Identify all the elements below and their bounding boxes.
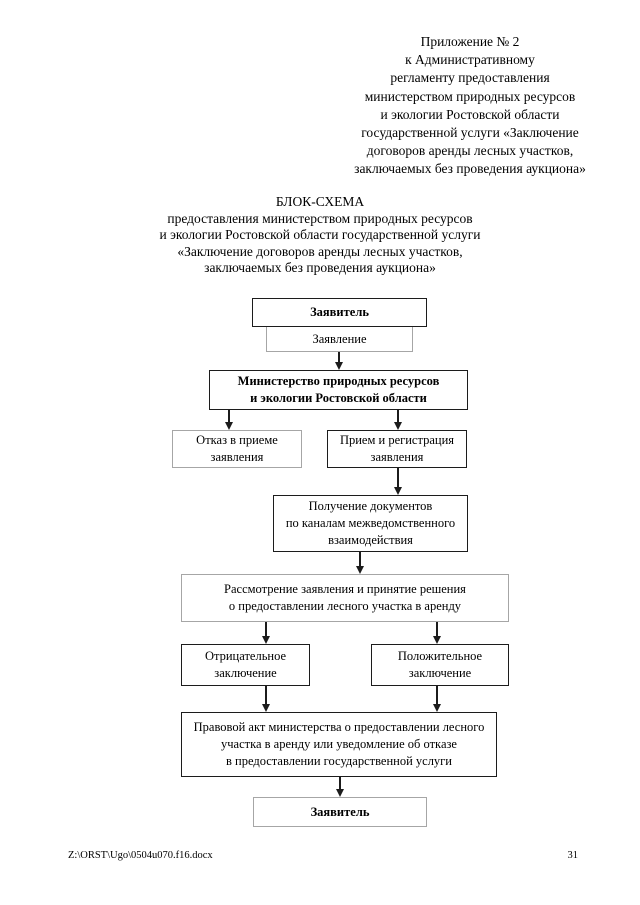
flowchart-node-acceptance: Прием и регистрация заявления (327, 430, 467, 468)
arrow-application-to-ministry-icon (335, 352, 343, 370)
arrow-interagency-to-review-icon (356, 552, 364, 574)
page-title: БЛОК-СХЕМА предоставления министерством … (159, 194, 481, 276)
arrow-negative-to-legal-act-icon (262, 686, 270, 712)
footer-page-number: 31 (567, 850, 579, 861)
arrow-legal-act-to-applicant-icon (336, 777, 344, 797)
footer-file-path: Z:\ORST\Ugo\0504u070.f16.docx (68, 850, 213, 861)
arrow-acceptance-to-interagency-icon (394, 468, 402, 495)
flowchart-node-legal-act: Правовой акт министерства о предоставлен… (181, 712, 497, 777)
flowchart-node-refusal: Отказ в приеме заявления (172, 430, 302, 468)
flowchart-node-positive-conclusion: Положительное заключение (371, 644, 509, 686)
arrow-review-to-negative-icon (262, 622, 270, 644)
arrow-ministry-to-acceptance-icon (394, 410, 402, 430)
arrow-ministry-to-refusal-icon (225, 410, 233, 430)
flowchart-node-negative-conclusion: Отрицательное заключение (181, 644, 310, 686)
flowchart-node-applicant-bottom: Заявитель (253, 797, 427, 827)
flowchart-node-applicant-top: Заявитель (252, 298, 427, 327)
arrow-positive-to-legal-act-icon (433, 686, 441, 712)
appendix-reference: Приложение № 2 к Административному регла… (354, 34, 586, 177)
flowchart-node-ministry: Министерство природных ресурсов и эколог… (209, 370, 468, 410)
flowchart-node-application: Заявление (266, 327, 413, 352)
arrow-review-to-positive-icon (433, 622, 441, 644)
flowchart-node-interagency-documents: Получение документов по каналам межведом… (273, 495, 468, 552)
flowchart-node-review-decision: Рассмотрение заявления и принятие решени… (181, 574, 509, 622)
